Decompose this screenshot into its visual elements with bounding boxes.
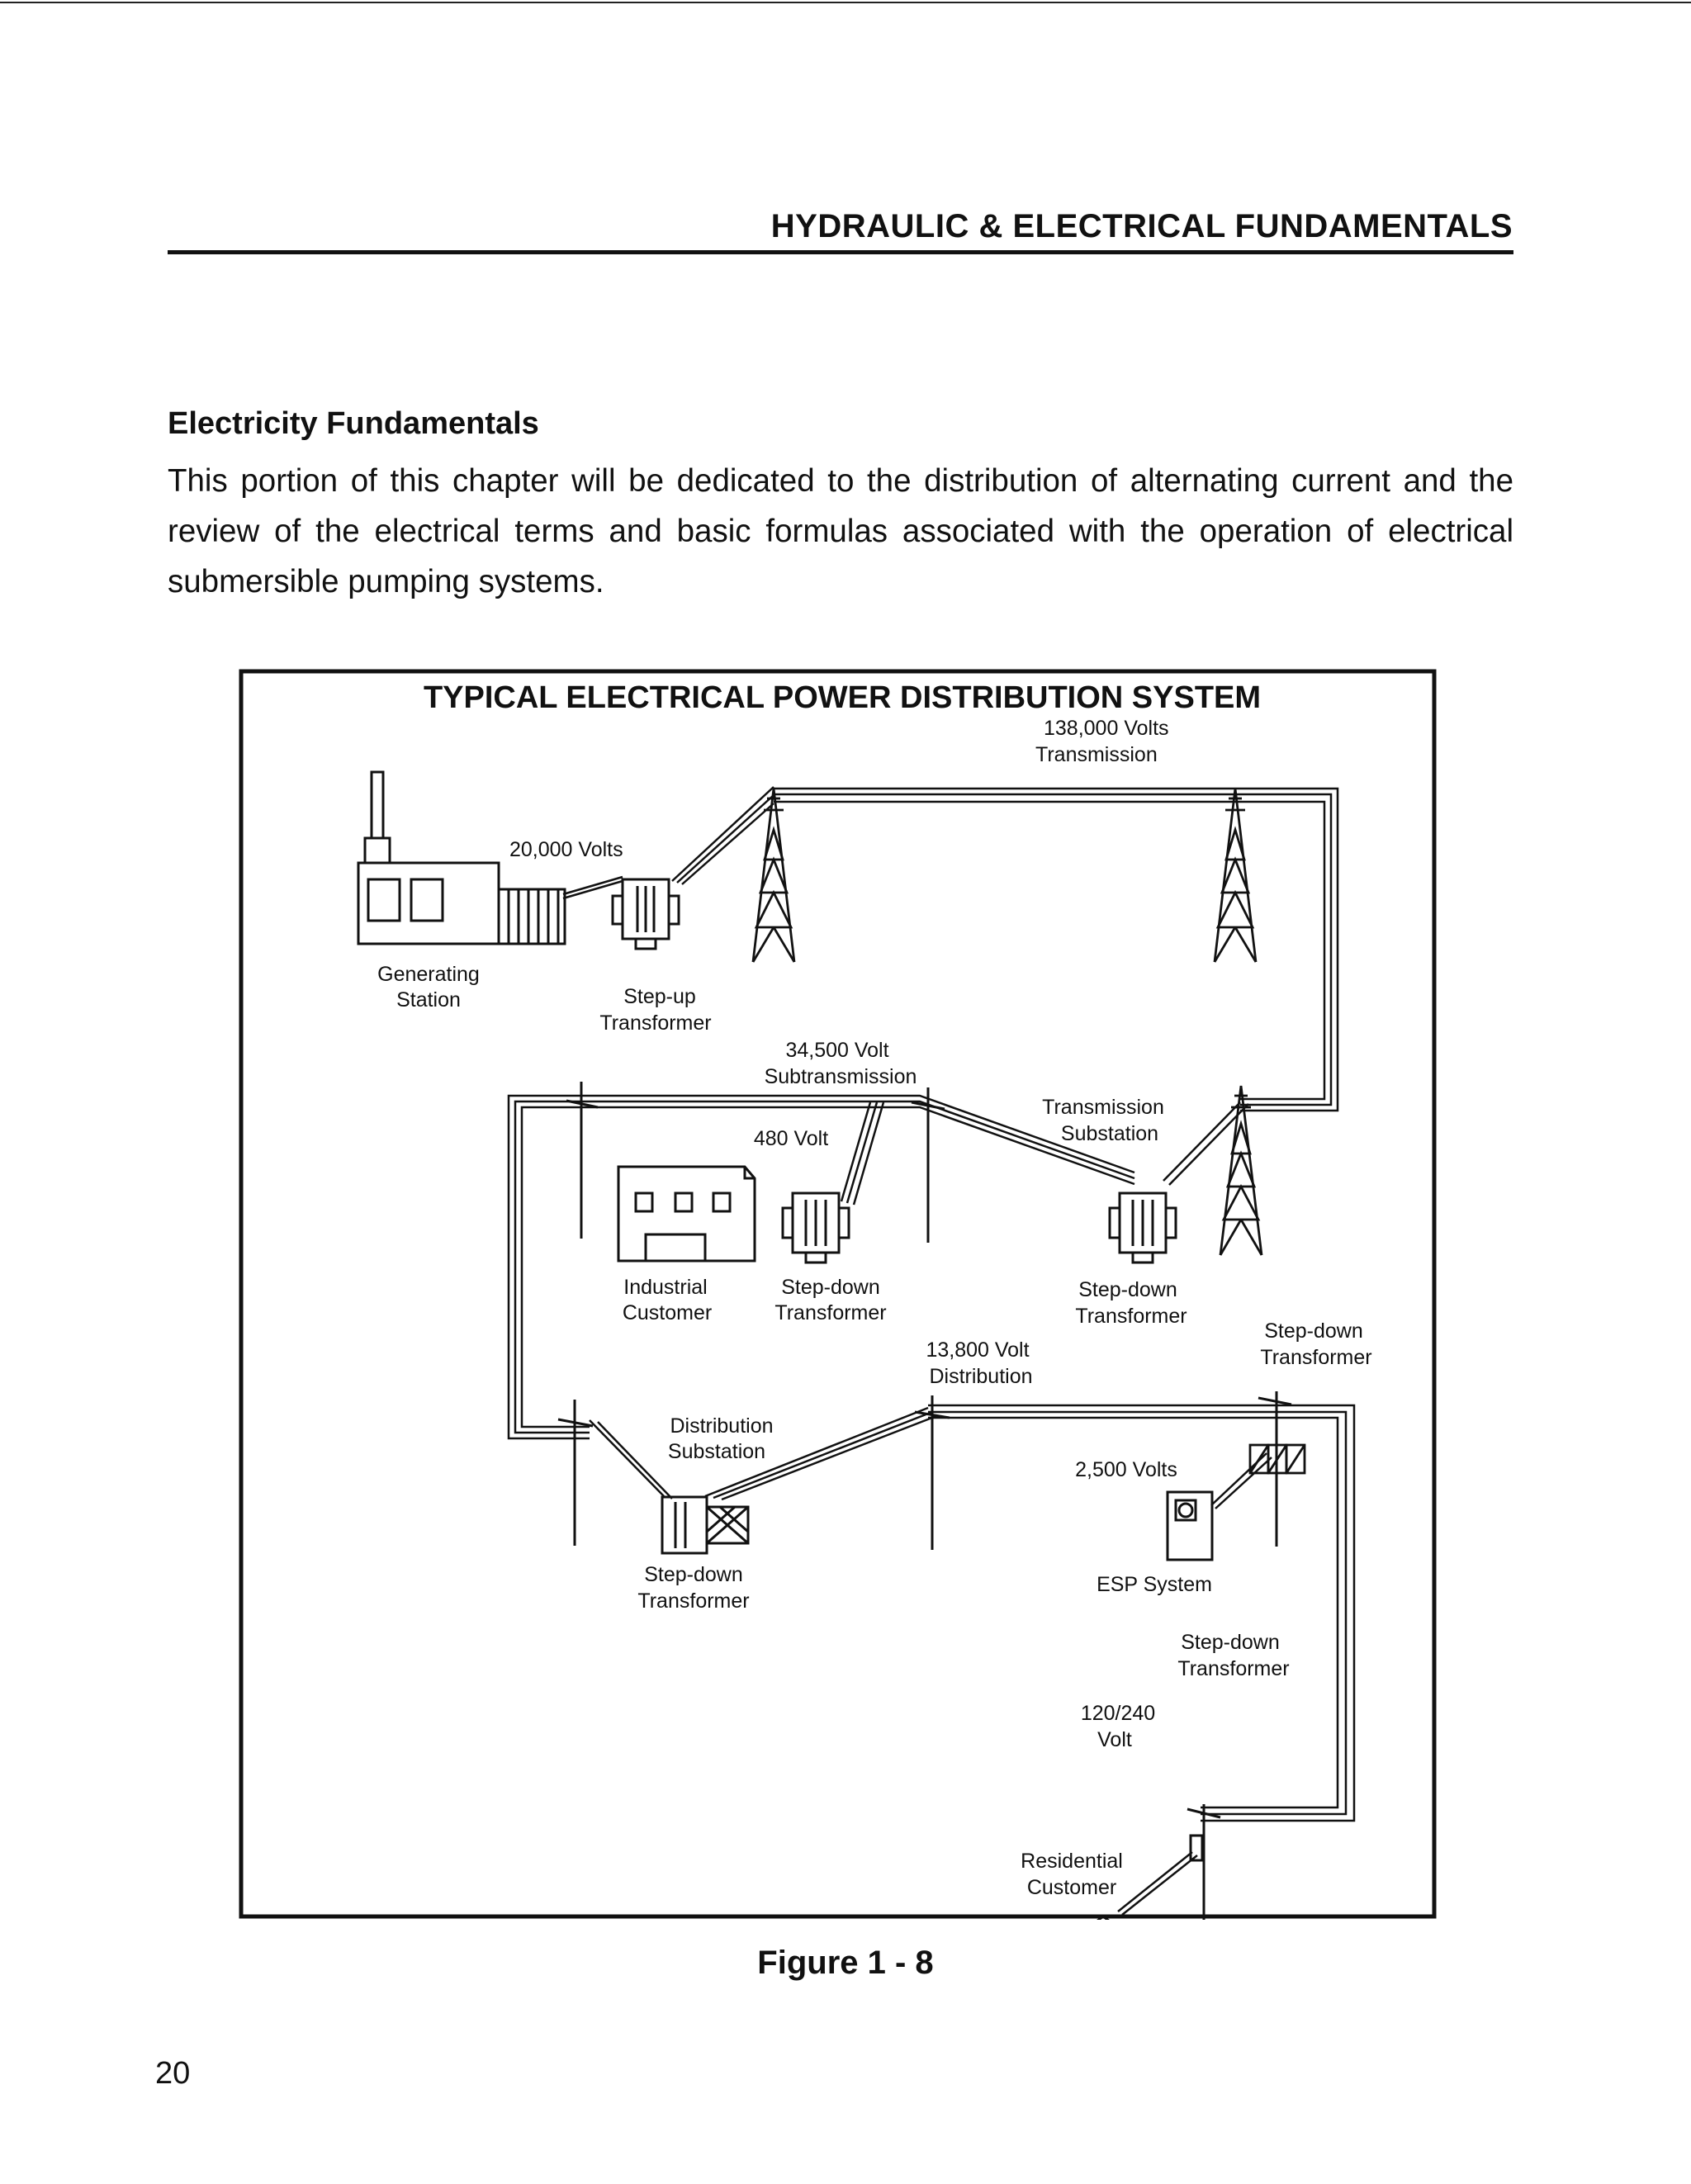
- esp-system-icon: [1166, 1490, 1214, 1561]
- label-step-up-transformer: Transformer: [599, 1011, 711, 1035]
- label-esp-voltage: 2,500 Volts: [1075, 1458, 1177, 1481]
- station-window-icon: [367, 878, 401, 922]
- figure-caption: Figure 1 - 8: [757, 1945, 934, 1981]
- label-step-down: Step-down: [781, 1276, 880, 1299]
- subtransmission-line-2: [514, 1100, 1135, 1434]
- transmission-line-1: [774, 787, 1339, 1112]
- running-header: HYDRAULIC & ELECTRICAL FUNDAMENTALS: [770, 208, 1513, 244]
- label-step-down-transformer: Transformer: [1075, 1305, 1187, 1328]
- label-distribution-substation: Distribution: [670, 1414, 773, 1438]
- label-industrial-customer: Customer: [623, 1301, 712, 1324]
- label-step-down: Step-down: [644, 1563, 743, 1586]
- label-step-down-transformer: Transformer: [1260, 1346, 1371, 1369]
- label-industrial-voltage: 480 Volt: [754, 1127, 828, 1150]
- industrial-customer-icon: [617, 1165, 756, 1263]
- distribution-substation-icon: [661, 1495, 750, 1555]
- label-residential: Residential: [1021, 1850, 1123, 1873]
- label-distribution-voltage: 13,800 Volt: [926, 1338, 1029, 1362]
- distribution-line-1: [928, 1404, 1356, 1822]
- transmission-tower-icon: [1213, 788, 1258, 963]
- figure-title: TYPICAL ELECTRICAL POWER DISTRIBUTION SY…: [424, 680, 1261, 715]
- transmission-line-2: [774, 793, 1333, 1106]
- header-rule: [168, 250, 1513, 254]
- label-step-down-transformer: Transformer: [1177, 1657, 1289, 1680]
- step-down-transformer-icon: [781, 1191, 850, 1264]
- label-residential-voltage-2: Volt: [1097, 1728, 1132, 1751]
- label-station: Station: [396, 988, 461, 1011]
- step-up-transformer-icon: [611, 878, 680, 950]
- intro-paragraph: This portion of this chapter will be ded…: [168, 463, 1513, 599]
- utility-pole-icon: [557, 1391, 1292, 1550]
- label-generation-voltage: 20,000 Volts: [509, 838, 623, 861]
- subtransmission-line-3: [520, 1106, 1135, 1428]
- page-number: 20: [155, 2056, 191, 2091]
- label-residential-customer: Customer: [1027, 1876, 1116, 1899]
- label-transmission-substation-2: Substation: [1061, 1122, 1158, 1145]
- distribution-line-3: [928, 1416, 1339, 1809]
- section-title: Electricity Fundamentals: [168, 406, 539, 441]
- transmission-tower-icon: [1219, 1085, 1263, 1256]
- subtransmission-line-1: [507, 1094, 1135, 1440]
- label-step-down: Step-down: [1078, 1278, 1177, 1301]
- page-top-border: [0, 2, 1691, 3]
- label-step-down: Step-down: [1264, 1319, 1363, 1343]
- label-industrial: Industrial: [623, 1276, 707, 1299]
- label-residential-voltage: 120/240: [1081, 1702, 1155, 1725]
- step-down-transformer-icon: [1108, 1191, 1177, 1264]
- label-transmission-substation: Transmission: [1042, 1096, 1164, 1119]
- label-step-down: Step-down: [1181, 1631, 1280, 1654]
- figure-border: [239, 669, 1437, 1919]
- label-step-down-transformer: Transformer: [637, 1589, 749, 1613]
- label-step-up: Step-up: [623, 985, 696, 1008]
- label-transmission: Transmission: [1035, 743, 1158, 766]
- power-distribution-diagram: TYPICAL ELECTRICAL POWER DISTRIBUTION SY…: [239, 669, 1437, 1990]
- transmission-line-3: [774, 800, 1326, 1101]
- label-distribution-substation-2: Substation: [668, 1440, 765, 1463]
- label-esp-system: ESP System: [1097, 1573, 1212, 1596]
- label-subtransmission-voltage: 34,500 Volt: [785, 1039, 888, 1062]
- label-generating: Generating: [377, 963, 480, 986]
- generating-station: [357, 770, 566, 945]
- distribution-line-2: [928, 1410, 1348, 1816]
- station-window-icon: [410, 878, 444, 922]
- step-down-transformer-bank-icon: [1248, 1443, 1306, 1475]
- label-distribution: Distribution: [929, 1365, 1032, 1388]
- label-step-down-transformer: Transformer: [774, 1301, 886, 1324]
- wiring: [507, 786, 1356, 1916]
- transmission-tower-icon: [751, 788, 796, 963]
- label-transmission-voltage: 138,000 Volts: [1044, 717, 1169, 740]
- utility-pole-icon: [566, 1082, 945, 1243]
- label-subtransmission: Subtransmission: [765, 1065, 917, 1088]
- power-distribution-figure: TYPICAL ELECTRICAL POWER DISTRIBUTION SY…: [234, 665, 1438, 1990]
